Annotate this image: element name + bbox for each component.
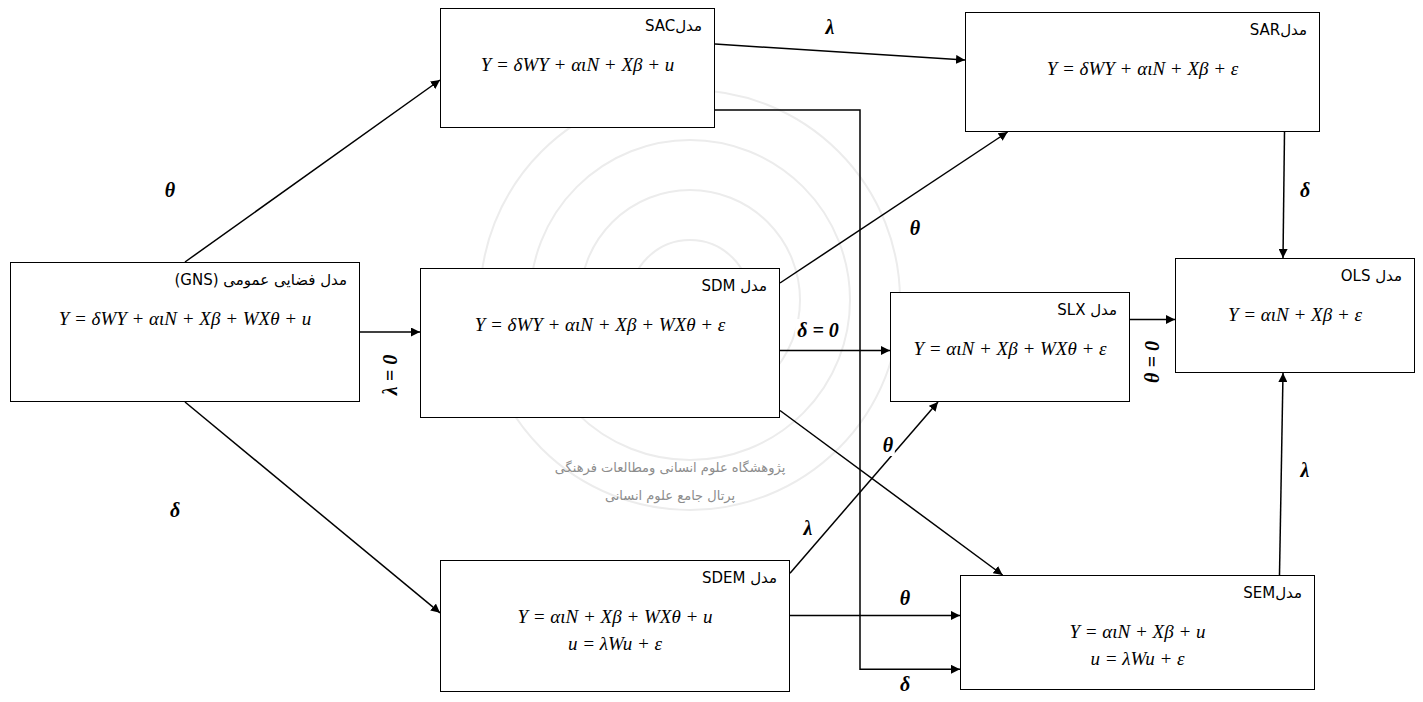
model-equation: u = λWu + ε xyxy=(973,647,1302,671)
arrow-connector xyxy=(1280,373,1284,575)
edge-label: δ xyxy=(1298,179,1312,201)
model-box: مدلSAR Y = δWY + αιN + Xβ + ε xyxy=(965,12,1320,132)
watermark-text: پرتال جامع علوم انسانی xyxy=(605,488,735,504)
model-box: مدلSEM Y = αιN + Xβ + u u = λWu + ε xyxy=(960,575,1315,690)
model-title: مدل SDEM xyxy=(453,569,777,589)
arrow-connector xyxy=(780,350,890,352)
edge-label: θ = 0 xyxy=(1141,339,1163,385)
arrow-connector xyxy=(790,615,960,617)
watermark-text: پژوهشگاه علوم انسانی ومطالعات فرهنگی xyxy=(555,460,786,476)
arrow-connector xyxy=(790,402,938,573)
arrow-connector xyxy=(780,411,1003,576)
model-box: مدل SDEM Y = αιN + Xβ + WXθ + u u = λWu + … xyxy=(440,560,790,692)
model-box: مدل SLX Y = αιN + Xβ + WXθ + ε xyxy=(890,292,1130,402)
arrow-connector xyxy=(1130,319,1175,321)
arrow-connector xyxy=(185,402,440,613)
edge-label: δ = 0 xyxy=(795,319,841,341)
edge-label: θ xyxy=(908,217,922,239)
edge-label: θ xyxy=(898,587,912,609)
model-equation: Y = δWY + αιN + Xβ + WXθ + u xyxy=(23,307,347,331)
edge-label: θ xyxy=(881,434,895,456)
model-equation: Y = δWY + αιN + Xβ + ε xyxy=(978,57,1307,81)
model-equation: Y = αιN + Xβ + u xyxy=(973,620,1302,644)
model-title: مدل SLX xyxy=(903,301,1117,321)
model-equation: Y = αιN + Xβ + WXθ + u xyxy=(453,605,777,629)
model-title: مدلSEM xyxy=(973,584,1302,604)
arrow-connector xyxy=(360,331,420,333)
edge-label: λ xyxy=(824,16,837,38)
model-box: مدل SDM Y = δWY + αιN + Xβ + WXθ + ε xyxy=(420,268,780,418)
model-equation: Y = αιN + Xβ + WXθ + ε xyxy=(903,337,1117,361)
edge-label: λ xyxy=(802,517,815,539)
edge-label: δ xyxy=(898,673,912,695)
model-equation: Y = δWY + αιN + Xβ + u xyxy=(453,53,702,77)
arrow-connector xyxy=(715,44,965,60)
model-equation: u = λWu + ε xyxy=(453,632,777,656)
arrow-connector xyxy=(780,132,1008,283)
model-equation: Y = αιN + Xβ + ε xyxy=(1188,303,1402,327)
model-title: مدل OLS xyxy=(1188,267,1402,287)
edge-label: λ xyxy=(1299,459,1312,481)
edge-label: λ = 0 xyxy=(379,353,401,397)
edge-label: δ xyxy=(168,499,182,521)
arrow-connector xyxy=(1283,132,1285,258)
model-box: مدل OLS Y = αιN + Xβ + ε xyxy=(1175,258,1415,373)
model-title: مدل فضایی عمومی (GNS) xyxy=(23,271,347,291)
edge-label: θ xyxy=(163,179,177,201)
model-title: مدلSAC xyxy=(453,17,702,37)
model-equation: Y = δWY + αιN + Xβ + WXθ + ε xyxy=(433,313,767,337)
model-title: مدلSAR xyxy=(978,21,1307,41)
model-box: مدل فضایی عمومی (GNS) Y = δWY + αιN + Xβ … xyxy=(10,262,360,402)
arrow-connector xyxy=(185,80,440,262)
model-box: مدلSAC Y = δWY + αιN + Xβ + u xyxy=(440,8,715,128)
model-title: مدل SDM xyxy=(433,277,767,297)
